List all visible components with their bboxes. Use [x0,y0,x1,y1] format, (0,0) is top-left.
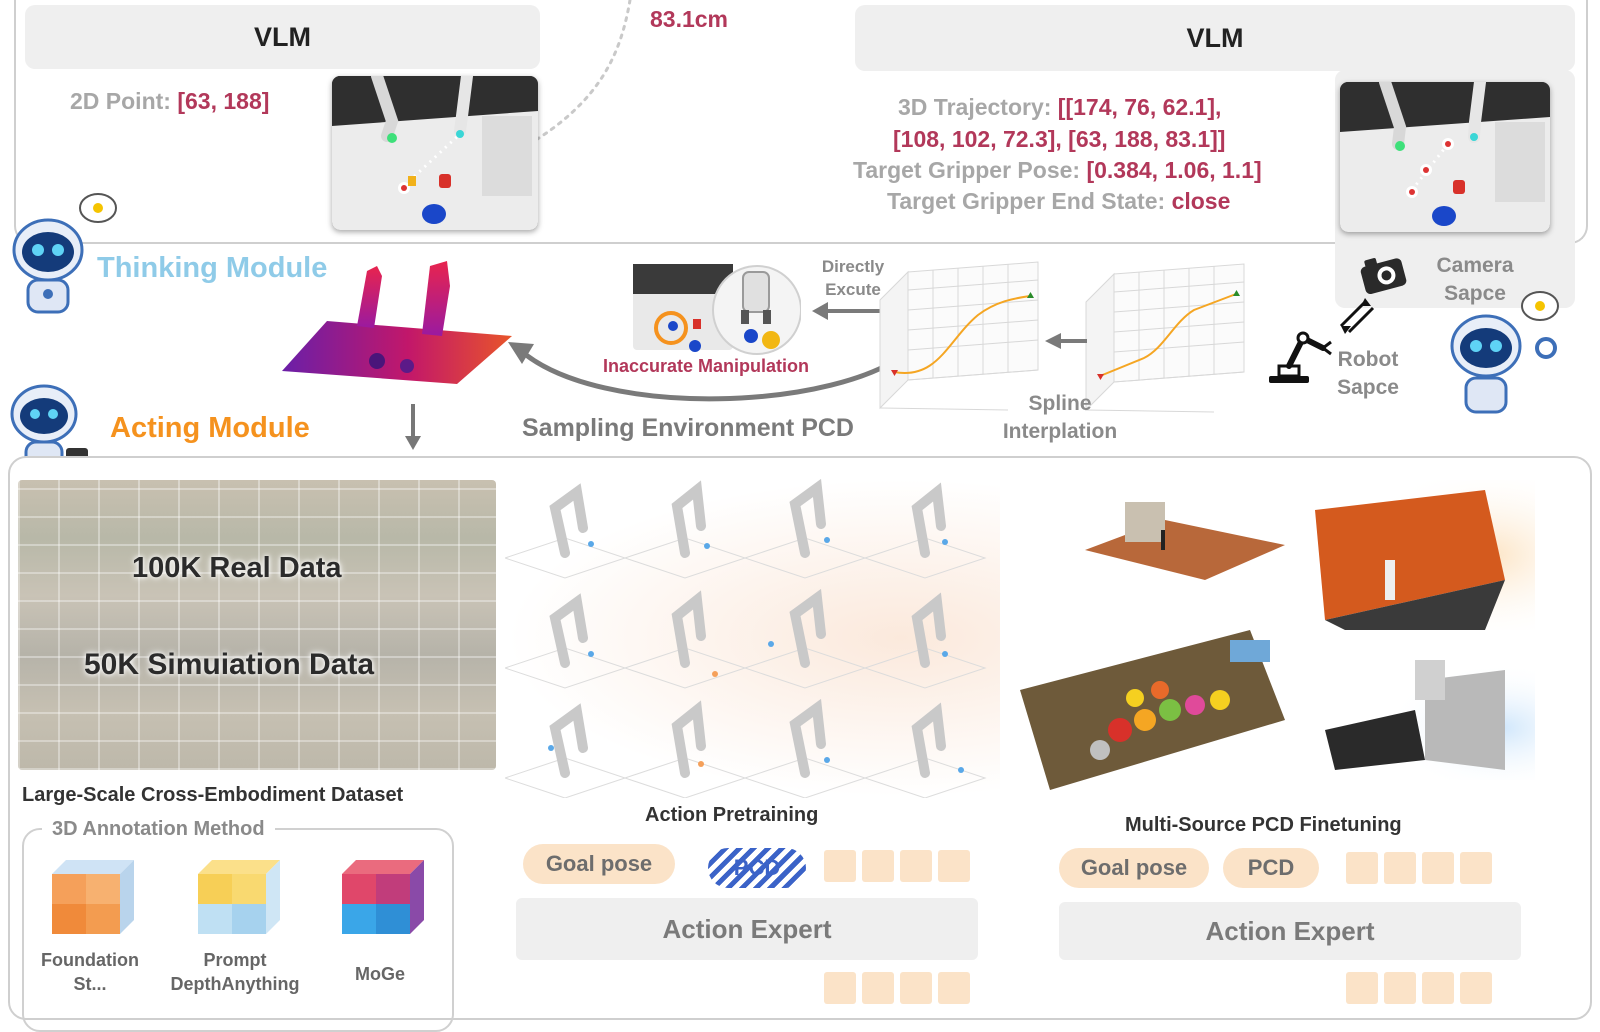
token-right-out-2 [1384,972,1416,1004]
token-left-2 [862,850,894,882]
sim-data-label: 50K Simuiation Data [84,648,375,681]
foundation-stereo-cube-icon [52,860,134,934]
token-left-out-2 [862,972,894,1004]
trajectory-label: 3D Trajectory: [898,94,1052,120]
token-left-4 [938,850,970,882]
pcd-scene-orange-room [1305,480,1535,630]
sampling-label: Sampling Environment PCD [522,414,854,442]
token-right-out-1 [1346,972,1378,1004]
gripper-pose-label: Target Gripper Pose: [853,157,1081,183]
robot-space-label: Robot Sapce [1320,346,1416,403]
point-value: [63, 188] [177,88,270,114]
method-prompt-line-2: DepthAnything [170,974,300,995]
point-text: 2D Point: [63, 188] [70,88,269,115]
gripper-end-label: Target Gripper End State: [887,188,1166,214]
action-expert-right: Action Expert [1059,902,1521,960]
prompt-depthanything-cube-icon [198,860,280,934]
method-moge-label: MoGe [354,964,405,984]
method-foundation-line-2: St... [73,974,107,995]
scene-photo-left [332,76,538,230]
token-right-3 [1422,852,1454,884]
vlm-left-bar: VLM [25,5,540,69]
trajectory-value-1: [[174, 76, 62.1], [1057,94,1222,120]
inaccurate-label: Inaccurate Manipulation [603,356,810,376]
distance-label: 83.1cm [650,6,729,32]
gripper-end-line: Target Gripper End State: close [887,188,1230,215]
gripper-pose-value: [0.384, 1.06, 1.1] [1086,157,1262,183]
moge-cube-icon [342,860,424,934]
real-data-label: 100K Real Data [132,552,342,584]
trajectory-line-1: 3D Trajectory: [[174, 76, 62.1], [898,94,1221,121]
token-left-out-4 [938,972,970,1004]
camera-icon [1360,258,1407,295]
dataset-mosaic [18,480,496,770]
robot-arm-icon [1269,331,1332,383]
token-left-out-3 [900,972,932,1004]
robot-mascot-right [1450,291,1559,414]
camera-space-line-1: Camera [1436,254,1514,277]
spline-arrow [1045,333,1087,349]
method-prompt-label: Prompt DepthAnything [160,948,310,997]
pretraining-caption: Action Pretraining [645,804,819,826]
token-left-3 [900,850,932,882]
trajectory-plot-spline [1085,263,1245,413]
token-right-2 [1384,852,1416,884]
dataset-caption: Large-Scale Cross-Embodiment Dataset [22,784,404,806]
distance-arc [508,0,632,157]
spline-line-2: Interplation [1002,420,1118,444]
robot-space-line-1: Robot [1337,348,1399,371]
method-prompt-line-1: Prompt [203,950,267,970]
token-right-out-3 [1422,972,1454,1004]
depth-point-cloud [282,261,512,384]
thinking-module-title: Thinking Module [97,252,328,284]
token-left-1 [824,850,856,882]
method-foundation-label: Foundation St... [30,948,150,997]
annotation-title: 3D Annotation Method [42,818,275,841]
trajectory-value-2: [108, 102, 72.3], [63, 188, 83.1]] [893,126,1226,152]
spline-label: Spline Interplation [990,390,1130,447]
token-right-out-4 [1460,972,1492,1004]
spline-line-1: Spline [1028,392,1092,415]
robot-space-line-2: Sapce [1337,376,1399,400]
transform-arrows-icon [1339,298,1375,334]
vlm-right-bar: VLM [855,5,1575,71]
robot-mascot-thinking [12,193,117,314]
camera-space-line-2: Sapce [1444,282,1506,306]
goal-pose-pill-left: Goal pose [523,844,675,884]
acting-module-title: Acting Module [110,412,310,444]
pcd-scene-grey [1305,650,1535,780]
directly-execute-arrow [812,302,884,320]
token-right-4 [1460,852,1492,884]
pretraining-arms [505,478,987,798]
method-foundation-line-1: Foundation [41,950,139,970]
token-right-1 [1346,852,1378,884]
finetuning-caption: Multi-Source PCD Finetuning [1125,814,1402,836]
pcd-pill-right: PCD [1223,848,1319,888]
inaccurate-thumbnail [633,264,802,356]
trajectory-plot-sampled [879,261,1039,411]
goal-pose-pill-right: Goal pose [1059,848,1209,888]
directly-execute-label: Directly Excute [808,256,898,302]
down-arrow [405,404,421,450]
point-label: 2D Point: [70,88,171,114]
directly-execute-line-2: Excute [825,279,881,299]
pcd-pill-left: PCD [708,848,806,888]
camera-space-label: Camera Sapce [1425,252,1525,309]
gripper-end-value: close [1171,188,1231,214]
action-expert-left: Action Expert [516,898,978,960]
sampling-curve-arrow [508,342,912,402]
directly-execute-line-1: Directly [821,257,885,276]
pcd-scene-food [1020,630,1285,790]
pcd-scene-counter [1085,502,1285,580]
token-left-out-1 [824,972,856,1004]
gripper-pose-line: Target Gripper Pose: [0.384, 1.06, 1.1] [853,157,1262,184]
scene-photo-right [1340,82,1550,232]
